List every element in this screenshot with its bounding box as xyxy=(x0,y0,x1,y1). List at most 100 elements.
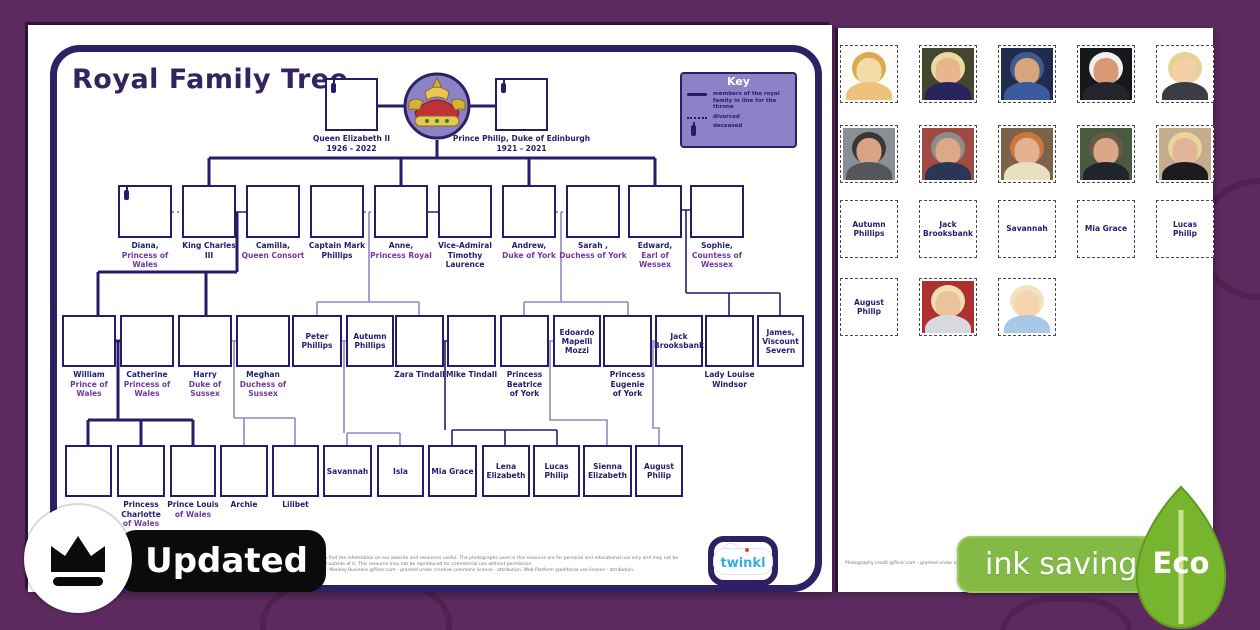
tree-box-zara-tindall xyxy=(395,315,444,367)
tree-box-label-zara-tindall: Zara Tindall xyxy=(394,370,445,379)
twinkl-logo-tab: twinkl xyxy=(708,536,778,586)
portrait-harry-photo xyxy=(1080,48,1132,100)
candle-icon xyxy=(687,122,709,136)
portrait-george-illustration xyxy=(1159,48,1211,100)
portrait-face xyxy=(935,58,961,85)
twinkl-cloud-icon: twinkl xyxy=(713,542,773,575)
portrait-face xyxy=(1172,58,1198,85)
updated-badge-crown xyxy=(24,505,132,613)
tree-box-camilla xyxy=(246,185,300,238)
cutout-card-timothy-photo xyxy=(840,125,898,183)
cutout-card-mia-grace-name: Mia Grace xyxy=(1077,200,1135,258)
cutout-card-edward-photo xyxy=(1077,125,1135,183)
cutout-card-sarah-photo xyxy=(998,125,1056,183)
tree-box-queen-elizabeth xyxy=(325,78,378,131)
portrait-torso xyxy=(846,82,892,100)
fine-print: Photography credit @flickr.com - granted… xyxy=(845,561,1041,566)
portrait-face xyxy=(1014,291,1040,318)
tree-box-princess-charlotte xyxy=(117,445,165,497)
deceased-candle-icon xyxy=(501,80,506,93)
solid-line-swatch xyxy=(687,93,709,96)
portrait-face xyxy=(856,138,882,165)
cutout-card-sophie-photo xyxy=(1156,125,1214,183)
cutout-card-teddy-illustration xyxy=(840,45,898,103)
key-item-label: members of the royal family in line for … xyxy=(713,91,780,110)
tree-box-edward xyxy=(628,185,682,238)
portrait-torso xyxy=(925,162,971,180)
portrait-face xyxy=(1172,138,1198,165)
tree-box-timothy-laurence xyxy=(438,185,492,238)
key-legend: Key members of the royal family in line … xyxy=(680,72,797,148)
cutout-card-name: Mia Grace xyxy=(1084,224,1128,234)
tree-box-princess-beatrice xyxy=(500,315,549,367)
updated-badge-label: Updated xyxy=(145,541,308,581)
portrait-face xyxy=(1093,138,1119,165)
worksheet-border-frame xyxy=(50,45,822,592)
twinkl-logo-text: twinkl xyxy=(720,555,766,571)
deceased-candle-icon xyxy=(124,187,129,200)
portrait-torso xyxy=(1162,82,1208,100)
portrait-face xyxy=(1014,58,1040,85)
tree-box-mike-tindall xyxy=(447,315,496,367)
tree-box-label-lilibet: Lilibet xyxy=(282,500,309,509)
portrait-timothy-photo xyxy=(843,128,895,180)
portrait-torso xyxy=(846,162,892,180)
tree-box-anne xyxy=(374,185,428,238)
tree-box-savannah: Savannah xyxy=(323,445,372,497)
portrait-torso xyxy=(1004,162,1050,180)
portrait-torso xyxy=(1083,162,1129,180)
portrait-face xyxy=(935,138,961,165)
tree-box-label-camilla: Camilla,Queen Consort xyxy=(241,241,305,260)
tree-box-name: Isla xyxy=(393,466,408,476)
cutout-card-andrew-photo xyxy=(919,125,977,183)
updated-badge: Updated xyxy=(118,530,326,592)
tree-box-catherine xyxy=(120,315,174,367)
tree-box-king-charles xyxy=(182,185,236,238)
portrait-edward-photo xyxy=(1080,128,1132,180)
portrait-face xyxy=(1093,58,1119,85)
portrait-torso xyxy=(1004,315,1050,333)
portrait-sophie-photo xyxy=(1159,128,1211,180)
portrait-sarah-photo xyxy=(1001,128,1053,180)
deceased-candle-icon xyxy=(331,80,336,93)
key-item-divorced: divorced xyxy=(687,114,790,121)
tree-box-diana xyxy=(118,185,172,238)
key-item-throne-line: members of the royal family in line for … xyxy=(687,91,790,111)
tree-box-mia-grace: Mia Grace xyxy=(428,445,477,497)
tree-box-isla: Isla xyxy=(377,445,424,497)
portrait-teddy-illustration xyxy=(843,48,895,100)
tree-box-mark-phillips xyxy=(310,185,364,238)
eco-leaf-icon xyxy=(1135,485,1227,630)
portrait-face xyxy=(1014,138,1040,165)
portrait-torso xyxy=(1004,82,1050,100)
portrait-andrew-photo xyxy=(922,128,974,180)
key-item-label: divorced xyxy=(713,113,740,120)
tree-box-prince-louis xyxy=(170,445,216,497)
tree-box-name: Savannah xyxy=(326,466,369,476)
